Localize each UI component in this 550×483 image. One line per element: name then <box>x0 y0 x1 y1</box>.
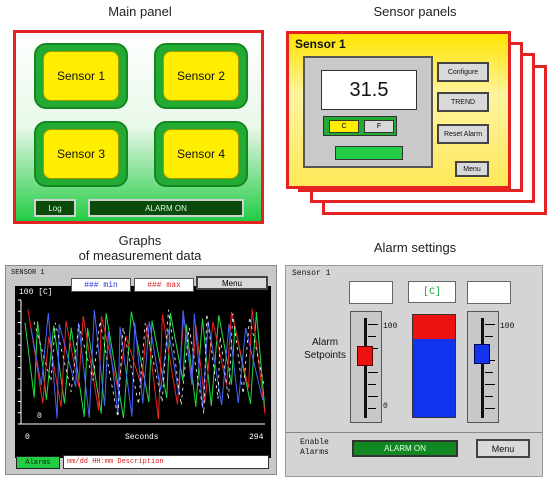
alarm-description-field: mm/dd HH:mm Description <box>63 455 269 469</box>
level-bar <box>412 314 456 418</box>
x-axis-end-label: 294 <box>249 433 264 442</box>
y-axis-top-label: 100 [C] <box>19 288 53 297</box>
sensor-menu-button[interactable]: Menu <box>455 161 489 177</box>
configure-button[interactable]: Configure <box>437 62 489 82</box>
caption-sensor-panels: Sensor panels <box>373 4 457 19</box>
log-button[interactable]: Log <box>34 199 76 217</box>
trend-button[interactable]: TREND <box>437 92 489 112</box>
graph-title: SENSOR 1 <box>11 269 45 277</box>
enable-alarm-on-button[interactable]: ALARM ON <box>352 440 458 457</box>
low-setpoint-field[interactable] <box>349 281 393 304</box>
scale-top-label-right: 100 <box>500 322 515 331</box>
high-setpoint-slider[interactable] <box>467 311 499 423</box>
unit-display: [C] <box>408 281 456 303</box>
high-setpoint-field[interactable] <box>467 281 511 304</box>
x-axis-title: Seconds <box>125 433 159 442</box>
sensor-4-button[interactable]: Sensor 4 <box>154 121 248 187</box>
alarm-setpoints-label: Alarm Setpoints <box>304 337 346 361</box>
celsius-button[interactable]: C <box>329 120 359 133</box>
graph-menu-button[interactable]: Menu <box>196 276 268 290</box>
low-slider-track <box>364 318 367 418</box>
alarm-settings-panel: Sensor 1 [C] Alarm Setpoints 100 0 100 <box>285 265 543 477</box>
fahrenheit-button[interactable]: F <box>364 120 394 133</box>
sensor-1-button[interactable]: Sensor 1 <box>34 43 128 109</box>
reset-alarm-button[interactable]: Reset Alarm <box>437 124 489 144</box>
alarm-settings-title: Sensor 1 <box>292 269 331 278</box>
sensor-3-button[interactable]: Sensor 3 <box>34 121 128 187</box>
min-value-box: ### min <box>71 278 131 292</box>
sensor-4-label: Sensor 4 <box>163 129 239 179</box>
caption-alarm-settings: Alarm settings <box>373 240 457 255</box>
sensor-value-display: 31.5 <box>321 70 417 110</box>
low-setpoint-thumb[interactable] <box>357 346 373 366</box>
caption-graphs-sub: of measurement data <box>78 248 202 263</box>
y-axis-bottom-label: 0 <box>37 412 42 421</box>
sensor-3-label: Sensor 3 <box>43 129 119 179</box>
sensor-readout-frame: 31.5 C F <box>303 56 433 168</box>
trace-white <box>33 309 264 418</box>
enable-alarms-label: Enable Alarms <box>300 438 329 457</box>
scale-top-label: 100 <box>383 322 398 331</box>
trace-green <box>24 311 266 419</box>
main-panel: Sensor 1 Sensor 2 Sensor 3 Sensor 4 Log … <box>13 30 264 224</box>
alarm-on-button[interactable]: ALARM ON <box>88 199 244 217</box>
sensor-2-button[interactable]: Sensor 2 <box>154 43 248 109</box>
scale-bottom-label: 0 <box>383 402 388 411</box>
level-bar-fill <box>413 339 455 417</box>
high-setpoint-thumb[interactable] <box>474 344 490 364</box>
high-slider-track <box>481 318 484 418</box>
alarm-menu-button[interactable]: Menu <box>476 439 530 458</box>
trace-blue <box>30 309 264 419</box>
trend-plot <box>18 299 266 425</box>
low-setpoint-slider[interactable] <box>350 311 382 423</box>
graph-area: 100 [C] 0 0 Seconds 294 <box>15 286 271 458</box>
x-axis-start-label: 0 <box>25 433 30 442</box>
sensor-2-label: Sensor 2 <box>163 51 239 101</box>
sensor-panel: Sensor 1 31.5 C F Configure TREND Reset … <box>286 31 511 189</box>
sensor-1-label: Sensor 1 <box>43 51 119 101</box>
divider <box>286 432 542 433</box>
graph-panel: SENSOR 1 100 [C] 0 0 Seconds 294 ### min… <box>5 265 277 475</box>
unit-selector: C F <box>323 116 397 136</box>
caption-main-panel: Main panel <box>108 4 172 19</box>
max-value-box: ### max <box>134 278 194 292</box>
status-bar <box>335 146 403 160</box>
alarms-button[interactable]: Alarms <box>16 456 60 469</box>
caption-graphs: Graphs <box>118 233 162 248</box>
sensor-panel-title: Sensor 1 <box>295 37 346 51</box>
